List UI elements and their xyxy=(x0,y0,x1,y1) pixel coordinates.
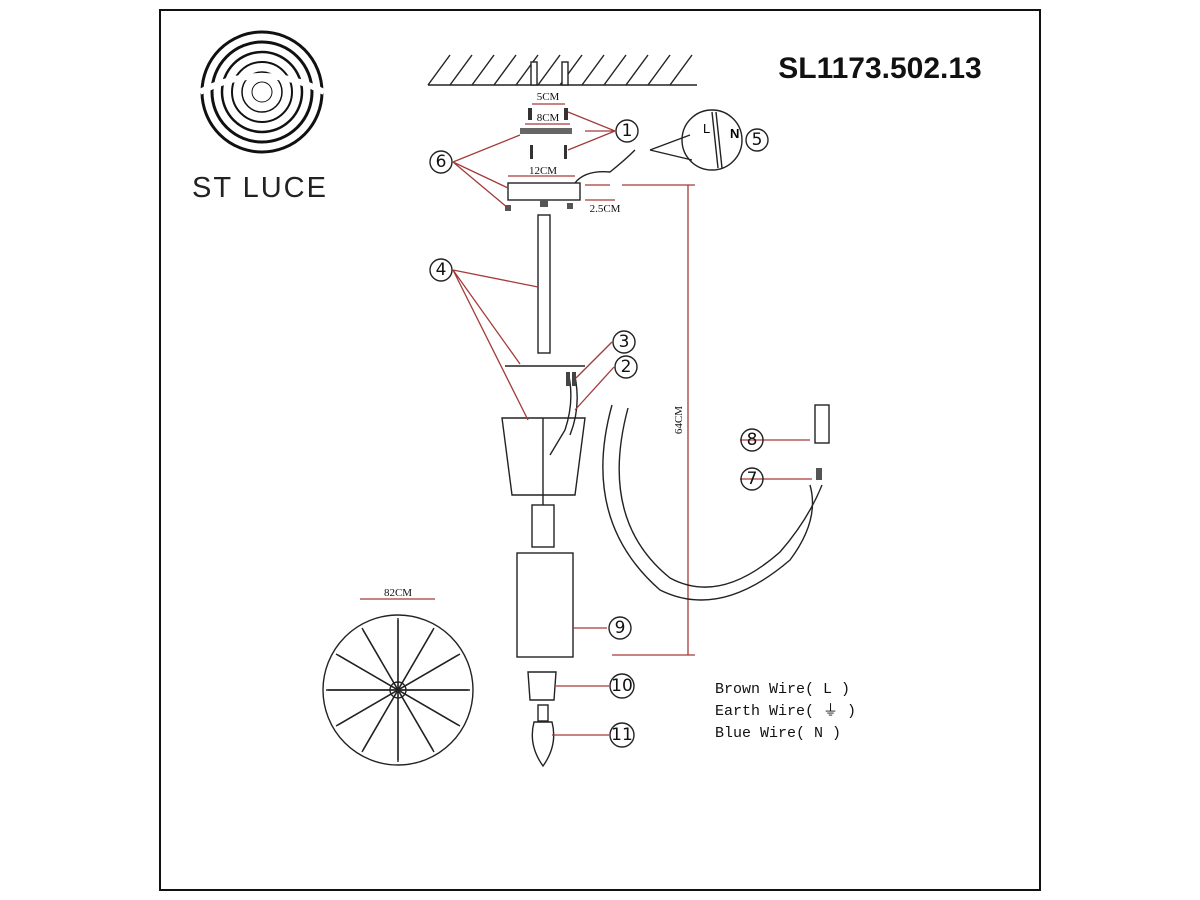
callout-2: 2 xyxy=(614,355,638,379)
svg-text:8: 8 xyxy=(747,430,758,450)
dim-2-5cm: 2.5CM xyxy=(590,203,621,215)
frame-border xyxy=(159,9,1041,891)
svg-text:3: 3 xyxy=(619,332,630,352)
cylinder-shade xyxy=(516,552,574,658)
frame-wheel: 82CM xyxy=(322,587,474,766)
wire-legend: Brown Wire( L ) Earth Wire( ⏚ ) Blue Wir… xyxy=(715,681,856,742)
socket-ring xyxy=(527,671,557,701)
ceiling xyxy=(427,54,697,86)
svg-text:5: 5 xyxy=(752,130,763,150)
canopy: 12CM 2.5CM xyxy=(505,149,636,215)
candle-bulb xyxy=(531,704,555,768)
model-number: SL1173.502.13 xyxy=(778,52,982,85)
callout-5: 5 xyxy=(745,128,769,152)
callout-10: 10 xyxy=(609,673,635,699)
svg-text:10: 10 xyxy=(611,676,633,696)
callout-8: 8 xyxy=(740,428,764,452)
dim-64cm: 64CM xyxy=(673,406,685,434)
svg-text:9: 9 xyxy=(615,618,626,638)
legend-blue-wire: Blue Wire( N ) xyxy=(715,725,841,742)
callout-4: 4 xyxy=(429,258,453,282)
callout-11: 11 xyxy=(609,722,635,748)
callout-1: 1 xyxy=(615,119,639,143)
dim-5cm: 5CM xyxy=(537,91,560,103)
curved-arm xyxy=(602,404,830,601)
callout-7: 7 xyxy=(740,467,764,491)
legend-earth-wire: Earth Wire( ⏚ ) xyxy=(715,702,856,720)
svg-text:2: 2 xyxy=(621,357,632,377)
leader-lines xyxy=(452,111,812,736)
legend-brown-wire: Brown Wire( L ) xyxy=(715,681,850,698)
svg-text:6: 6 xyxy=(436,152,447,172)
lamp-holder xyxy=(501,365,586,548)
height-dimension: 64CM xyxy=(612,184,695,656)
rod xyxy=(537,214,551,354)
dim-8cm: 8CM xyxy=(537,112,560,124)
dim-12cm: 12CM xyxy=(529,165,557,177)
wiring-inset: L N xyxy=(649,109,743,171)
callout-3: 3 xyxy=(612,330,636,354)
svg-text:4: 4 xyxy=(436,260,447,280)
neutral-label: N xyxy=(730,126,739,141)
brand-name: ST LUCE xyxy=(192,172,328,204)
mounting-bracket: 5CM 8CM xyxy=(520,91,572,159)
dim-82cm: 82CM xyxy=(384,587,412,599)
callout-9: 9 xyxy=(608,616,632,640)
svg-text:11: 11 xyxy=(611,725,633,745)
svg-text:1: 1 xyxy=(622,121,633,141)
live-label: L xyxy=(703,121,710,136)
callout-6: 6 xyxy=(429,150,453,174)
st-luce-logo: ST LUCE xyxy=(192,30,328,204)
svg-text:7: 7 xyxy=(747,469,758,489)
